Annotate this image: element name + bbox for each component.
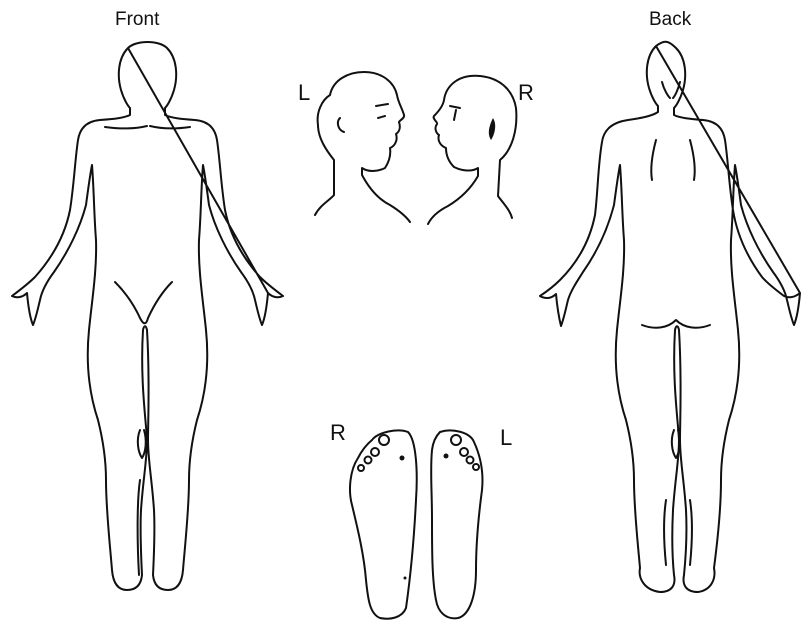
front-body-figure [12,42,283,590]
head-right-label: R [518,80,534,105]
head-left-label: L [298,80,310,105]
front-title: Front [115,9,160,30]
foot-right-label: R [330,420,346,445]
back-body-figure [540,42,800,592]
right-foot-sole [350,430,417,618]
back-title: Back [649,9,692,30]
left-head-profile [315,72,410,222]
right-head-profile [428,76,516,224]
foot-left-label: L [500,425,512,450]
left-foot-sole [431,430,482,618]
